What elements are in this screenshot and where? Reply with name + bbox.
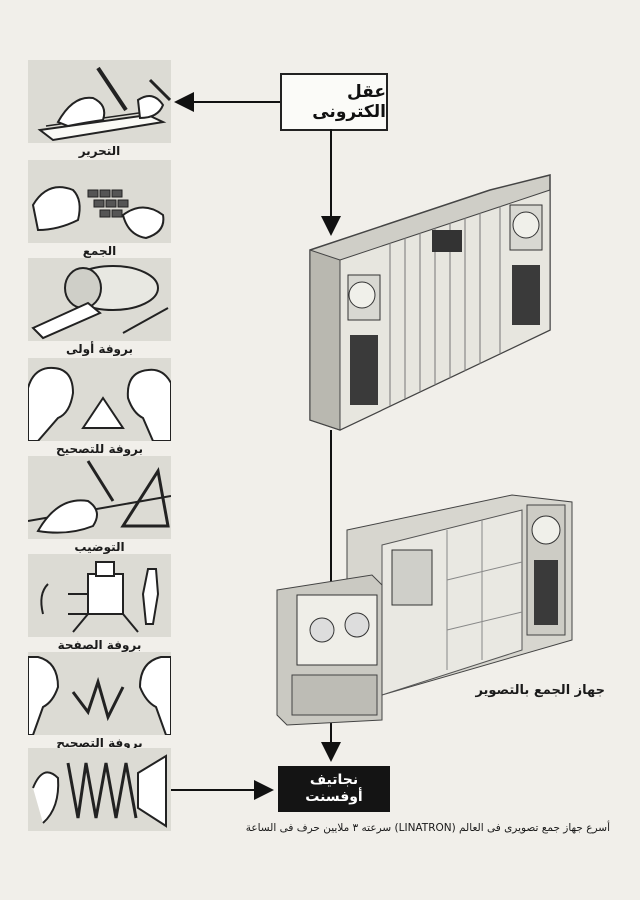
computer-machine-image [309,174,551,431]
stage-label: بروفة للتصحيح [55,442,144,456]
typing-hands-icon [28,160,171,243]
stage-label: التحرير [78,144,121,158]
output-line-1: نجاتيف [309,772,359,788]
stage-panel-correction-proof [28,358,171,441]
photographic-plate-icon [28,748,171,831]
stage-label: الجمع [82,244,117,258]
stage-label: بروفة أولى [66,342,133,356]
stage-label: بروفة الصفحة [57,638,142,652]
photocomposer-label: جهاز الجمع بالتصوير [475,683,605,698]
proof-press-icon [28,258,171,341]
makeup-tools-icon [28,456,171,539]
stage-panel-page-proof [28,554,171,637]
stage-panel-first-proof [28,258,171,341]
final-correction-icon [28,652,171,735]
stage-panel-final-correction [28,652,171,735]
stage-label: بروفة التصحيح [56,736,143,750]
stage-panel-typing [28,160,171,243]
correcting-people-icon [28,358,171,441]
stage-panel-plate [28,748,171,831]
page-proof-press-icon [28,554,171,637]
stage-panel-makeup [28,456,171,539]
output-line-2: أوفسنت [305,789,363,805]
stage-panel-writing [28,60,171,143]
figure-caption: أسرع جهاز جمع تصويرى فى العالم (LINATRON… [245,822,610,834]
stage-label: التوضيب [74,540,125,554]
writing-hand-icon [28,60,171,143]
output-box: نجاتيف أوفسنت [278,766,390,812]
computer-brain-box: عقل الكترونى [280,73,388,131]
photocomposer-machine-image [276,494,573,726]
